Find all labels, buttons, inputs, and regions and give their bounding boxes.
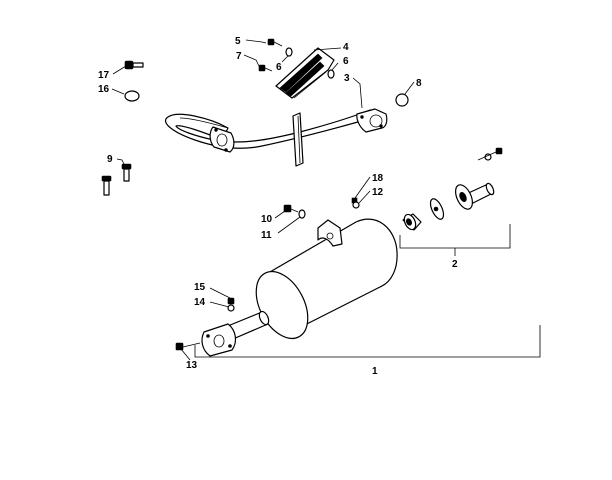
- callout-11: 11: [261, 230, 272, 241]
- stud-nut-9: [101, 163, 132, 196]
- gasket-16: [124, 90, 140, 102]
- heat-shield: [275, 47, 335, 99]
- spark-arrestor-assembly: [402, 182, 495, 231]
- washer-6a: [285, 47, 293, 57]
- leader-lines: [111, 39, 541, 361]
- gasket-8: [395, 93, 409, 107]
- callout-7: 7: [236, 51, 242, 62]
- washer-12: [352, 201, 360, 209]
- callout-9: 9: [107, 154, 113, 165]
- callout-13: 13: [186, 360, 198, 371]
- callout-14: 14: [194, 297, 206, 308]
- callout-5: 5: [235, 36, 241, 47]
- bolt-13: [175, 342, 184, 351]
- callout-8: 8: [416, 78, 422, 89]
- muffler: [201, 218, 398, 357]
- callout-1: 1: [372, 366, 378, 377]
- bolt-10: [283, 204, 292, 213]
- screw-7: [258, 64, 273, 72]
- callout-10: 10: [261, 214, 273, 225]
- callout-2: 2: [452, 259, 458, 270]
- callout-15: 15: [194, 282, 206, 293]
- arrestor-screw: [495, 147, 503, 155]
- callout-6b: 6: [343, 56, 349, 67]
- screw-5: [267, 38, 283, 47]
- washer-6b: [327, 69, 335, 79]
- callout-18: 18: [372, 173, 384, 184]
- callout-17: 17: [98, 70, 110, 81]
- callout-6a: 6: [276, 62, 282, 73]
- header-pipe: [165, 108, 388, 167]
- callout-labels: 1 2 3 4 5 6 6 7 8 9 10 11 12 13 14 15 16…: [98, 36, 458, 377]
- callout-12: 12: [372, 187, 384, 198]
- callout-3: 3: [344, 73, 350, 84]
- washer-11: [298, 209, 306, 219]
- nut-15: [227, 297, 235, 305]
- bolt-17: [124, 60, 144, 70]
- callout-4: 4: [343, 42, 349, 53]
- washer-14: [227, 304, 235, 312]
- callout-16: 16: [98, 84, 110, 95]
